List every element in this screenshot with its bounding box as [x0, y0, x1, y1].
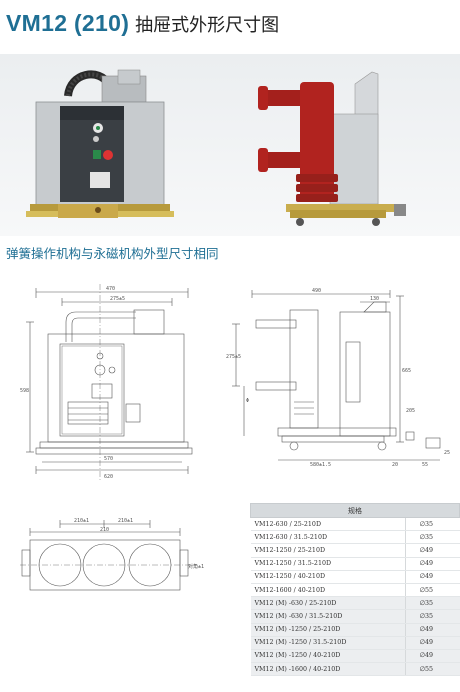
- spec-diameter: ∅35: [404, 517, 460, 532]
- side-dim-bottom-3: 55: [422, 462, 428, 468]
- diameter-value: 55: [425, 665, 434, 673]
- diameter-symbol-icon: ∅: [419, 573, 426, 581]
- side-dim-top-2: 130: [370, 296, 379, 302]
- side-dim-left-1: 275±5: [226, 354, 241, 360]
- spec-model: VM12 (M) -630 / 31.5-210D: [250, 609, 405, 624]
- plan-view-drawing: 210±1 210±1 210 对角±1: [20, 518, 204, 591]
- model-title: VM12 (210): [6, 10, 130, 36]
- diameter-symbol-icon: ∅: [419, 639, 426, 647]
- side-view-drawing: [232, 290, 441, 461]
- table-row: VM12-1600 / 40-210D∅55: [250, 583, 460, 598]
- table-row: VM12-630 / 31.5-210D∅35: [250, 530, 460, 545]
- table-row: VM12-1250 / 40-210D∅49: [250, 570, 460, 584]
- table-row: VM12 (M) -1250 / 40-210D∅49: [250, 649, 460, 664]
- diameter-symbol-icon: ∅: [419, 560, 426, 568]
- spec-diameter: ∅49: [404, 623, 460, 637]
- spec-table-header: 规格: [250, 503, 460, 518]
- spec-model: VM12-1250 / 31.5-210D: [250, 557, 405, 571]
- spec-diameter: ∅49: [404, 570, 460, 584]
- spec-diameter: ∅35: [404, 596, 460, 611]
- table-row: VM12 (M) -630 / 25-210D∅35: [250, 596, 460, 611]
- front-dim-top-2: 275±5: [110, 296, 125, 302]
- breaker-front-photo: [26, 69, 174, 218]
- diameter-symbol-icon: ∅: [419, 520, 426, 528]
- spec-model: VM12 (M) -630 / 25-210D: [250, 596, 405, 611]
- spec-model: VM12-1600 / 40-210D: [250, 583, 405, 598]
- spec-model: VM12 (M) -1250 / 40-210D: [250, 649, 405, 664]
- spec-diameter: ∅49: [404, 557, 460, 571]
- spec-diameter: ∅35: [404, 530, 460, 545]
- side-dim-top-1: 490: [312, 288, 321, 294]
- side-dim-bottom-1: 580±1.5: [310, 462, 331, 468]
- spec-diameter: ∅35: [404, 609, 460, 624]
- diameter-symbol-icon: ∅: [419, 546, 426, 554]
- product-photo-band: [0, 54, 460, 236]
- table-row: VM12 (M) -1600 / 40-210D∅55: [250, 662, 460, 677]
- table-row: VM12 (M) -1250 / 25-210D∅49: [250, 623, 460, 637]
- subtitle: 弹簧操作机构与永磁机构外型尺寸相同: [6, 246, 219, 261]
- page-title: VM12 (210) 抽屉式外形尺寸图: [6, 10, 279, 40]
- spec-model: VM12 (M) -1250 / 31.5-210D: [250, 636, 405, 650]
- diameter-symbol-icon: ∅: [419, 612, 426, 620]
- front-view-drawing: [26, 284, 193, 482]
- diameter-value: 49: [425, 652, 434, 660]
- spec-model: VM12-630 / 25-210D: [250, 517, 405, 532]
- diameter-symbol-icon: ∅: [419, 586, 426, 594]
- spec-diameter: ∅49: [404, 636, 460, 650]
- plan-dim-top-1: 210±1: [74, 518, 89, 524]
- diameter-symbol-icon: ∅: [419, 626, 426, 634]
- spec-diameter: ∅49: [404, 543, 460, 558]
- diameter-value: 49: [425, 546, 434, 554]
- diameter-value: 35: [425, 599, 434, 607]
- side-dim-left-2: Φ: [246, 398, 249, 404]
- spec-model: VM12-630 / 31.5-210D: [250, 530, 405, 545]
- plan-dim-top-2: 210±1: [118, 518, 133, 524]
- spec-model: VM12 (M) -1600 / 40-210D: [250, 662, 405, 677]
- diameter-value: 49: [425, 639, 434, 647]
- diameter-value: 49: [425, 560, 434, 568]
- side-dim-right-1: 665: [402, 368, 411, 374]
- front-dim-top-1: 470: [106, 286, 115, 292]
- diameter-symbol-icon: ∅: [419, 533, 426, 541]
- plan-dim-center: 210: [100, 527, 109, 533]
- front-dim-bottom-1: 570: [104, 456, 113, 462]
- diameter-value: 35: [425, 520, 434, 528]
- dimension-drawings: 470 275±5 598 570 620: [20, 284, 450, 482]
- spec-diameter: ∅55: [404, 662, 460, 677]
- spec-model: VM12 (M) -1250 / 25-210D: [250, 623, 405, 637]
- table-row: VM12-1250 / 31.5-210D∅49: [250, 557, 460, 571]
- front-dim-left: 598: [20, 388, 29, 394]
- diameter-symbol-icon: ∅: [419, 652, 426, 660]
- spec-diameter: ∅55: [404, 583, 460, 598]
- diameter-value: 49: [425, 573, 434, 581]
- diameter-value: 49: [425, 626, 434, 634]
- diameter-value: 35: [425, 533, 434, 541]
- table-row: VM12-630 / 25-210D∅35: [250, 517, 460, 532]
- plan-dim-right: 对角±1: [188, 563, 204, 570]
- side-dim-right-2: 205: [406, 408, 415, 414]
- table-row: VM12 (M) -1250 / 31.5-210D∅49: [250, 636, 460, 650]
- spec-model: VM12-1250 / 40-210D: [250, 570, 405, 584]
- side-dim-bottom-4: 25: [444, 450, 450, 456]
- side-dim-bottom-2: 20: [392, 462, 398, 468]
- title-cn: 抽屉式外形尺寸图: [135, 15, 280, 36]
- diameter-value: 35: [425, 612, 434, 620]
- spec-diameter: ∅49: [404, 649, 460, 664]
- breaker-side-photo: [258, 71, 406, 226]
- diameter-value: 55: [425, 586, 434, 594]
- diameter-symbol-icon: ∅: [419, 665, 426, 673]
- table-row: VM12 (M) -630 / 31.5-210D∅35: [250, 609, 460, 624]
- diameter-symbol-icon: ∅: [419, 599, 426, 607]
- spec-model: VM12-1250 / 25-210D: [250, 543, 405, 558]
- front-dim-bottom-2: 620: [104, 474, 113, 480]
- table-row: VM12-1250 / 25-210D∅49: [250, 543, 460, 558]
